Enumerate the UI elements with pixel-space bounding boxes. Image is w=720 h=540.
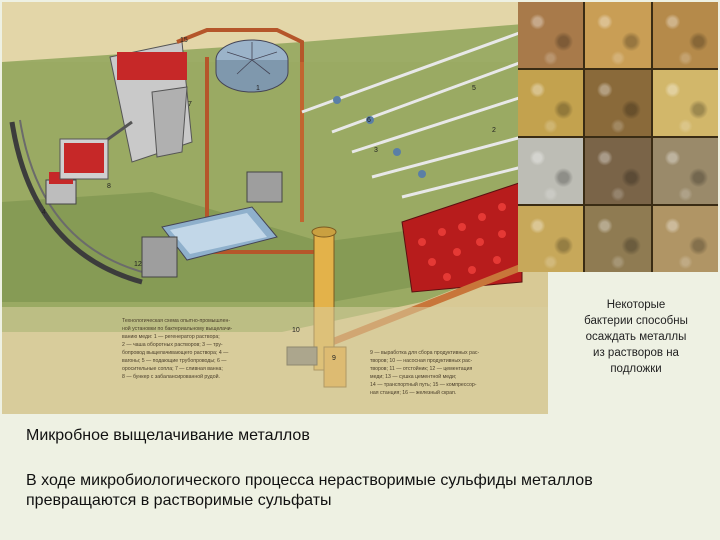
legend-right-line: 9 — выработка для сбора продуктивных рас… [370,350,479,356]
bacteria-photo [518,138,583,204]
legend-right-line: меди; 13 — сушка цементной меди; [370,373,456,380]
callout-number: 8 [107,183,111,190]
bacteria-photo [653,70,718,136]
caption-line: из растворов на [566,345,706,361]
callout-number: 6 [367,117,371,124]
caption-line: подложки [566,361,706,377]
callout-number: 3 [374,147,378,154]
callout-number: 1 [256,85,260,92]
callout-number: 15 [180,37,188,44]
bacteria-photo [653,138,718,204]
bacteria-photo-grid [518,2,718,272]
bacteria-photo [518,206,583,272]
legend-right-line: ная станция; 16 — железный скрап. [370,389,456,396]
callout-number: 2 [492,127,496,134]
legend-left-line: 8 — бункер с забалансированной рудой. [122,373,220,380]
bacteria-photo [518,2,583,68]
slide-title: Микробное выщелачивание металлов [26,427,310,445]
legend-left-line: бопровод выщелачивающего раствора; 4 — [122,350,229,356]
bacteria-photo [585,70,650,136]
bacteria-photo [518,70,583,136]
body-line: превращаются в растворимые сульфаты [26,491,706,511]
legend-left-line: ванию меди: 1 — регенератор раствора; [122,334,220,340]
caption-line: Некоторые [566,297,706,313]
legend-left-line: оросительные сопла; 7 — сливная ванна; [122,366,223,372]
callout-number: 10 [292,327,300,334]
photo-caption: Некоторые бактерии способны осаждать мет… [566,297,706,377]
callout-number: 7 [188,101,192,108]
plant-diagram: Технологическая схема опытно-промышлен- … [2,2,548,414]
callout-number: 12 [134,261,142,268]
caption-line: осаждать металлы [566,329,706,345]
callout-number: 4 [42,209,46,216]
bacteria-photo [653,2,718,68]
legend-left-line: Технологическая схема опытно-промышлен- [122,318,230,324]
legend-right-line: 14 — транспортный путь; 15 — компрессор- [370,381,477,388]
legend-left-line: 2 — чаша оборотных растворов; 3 — тру- [122,342,223,348]
leaching-plant-illustration: Технологическая схема опытно-промышлен- … [2,2,548,414]
legend-right-line: творов; 11 — отстойник; 12 — цементация [370,365,473,372]
bacteria-photo [585,2,650,68]
legend-right-line: творов; 10 — насосная продуктивных рас- [370,358,473,364]
caption-line: бактерии способны [566,313,706,329]
legend-left-line: вагоны; 5 — подающие трубопроводы; 6 — [122,358,227,364]
callout-number: 5 [472,85,476,92]
bacteria-photo [585,206,650,272]
bacteria-photo [653,206,718,272]
slide-body: В ходе микробиологического процесса нера… [26,471,706,511]
bacteria-photo [585,138,650,204]
body-line: В ходе микробиологического процесса нера… [26,471,706,491]
callout-number: 9 [332,355,336,362]
legend-left-line: ной установки по бактериальному выщелачи… [122,325,233,332]
